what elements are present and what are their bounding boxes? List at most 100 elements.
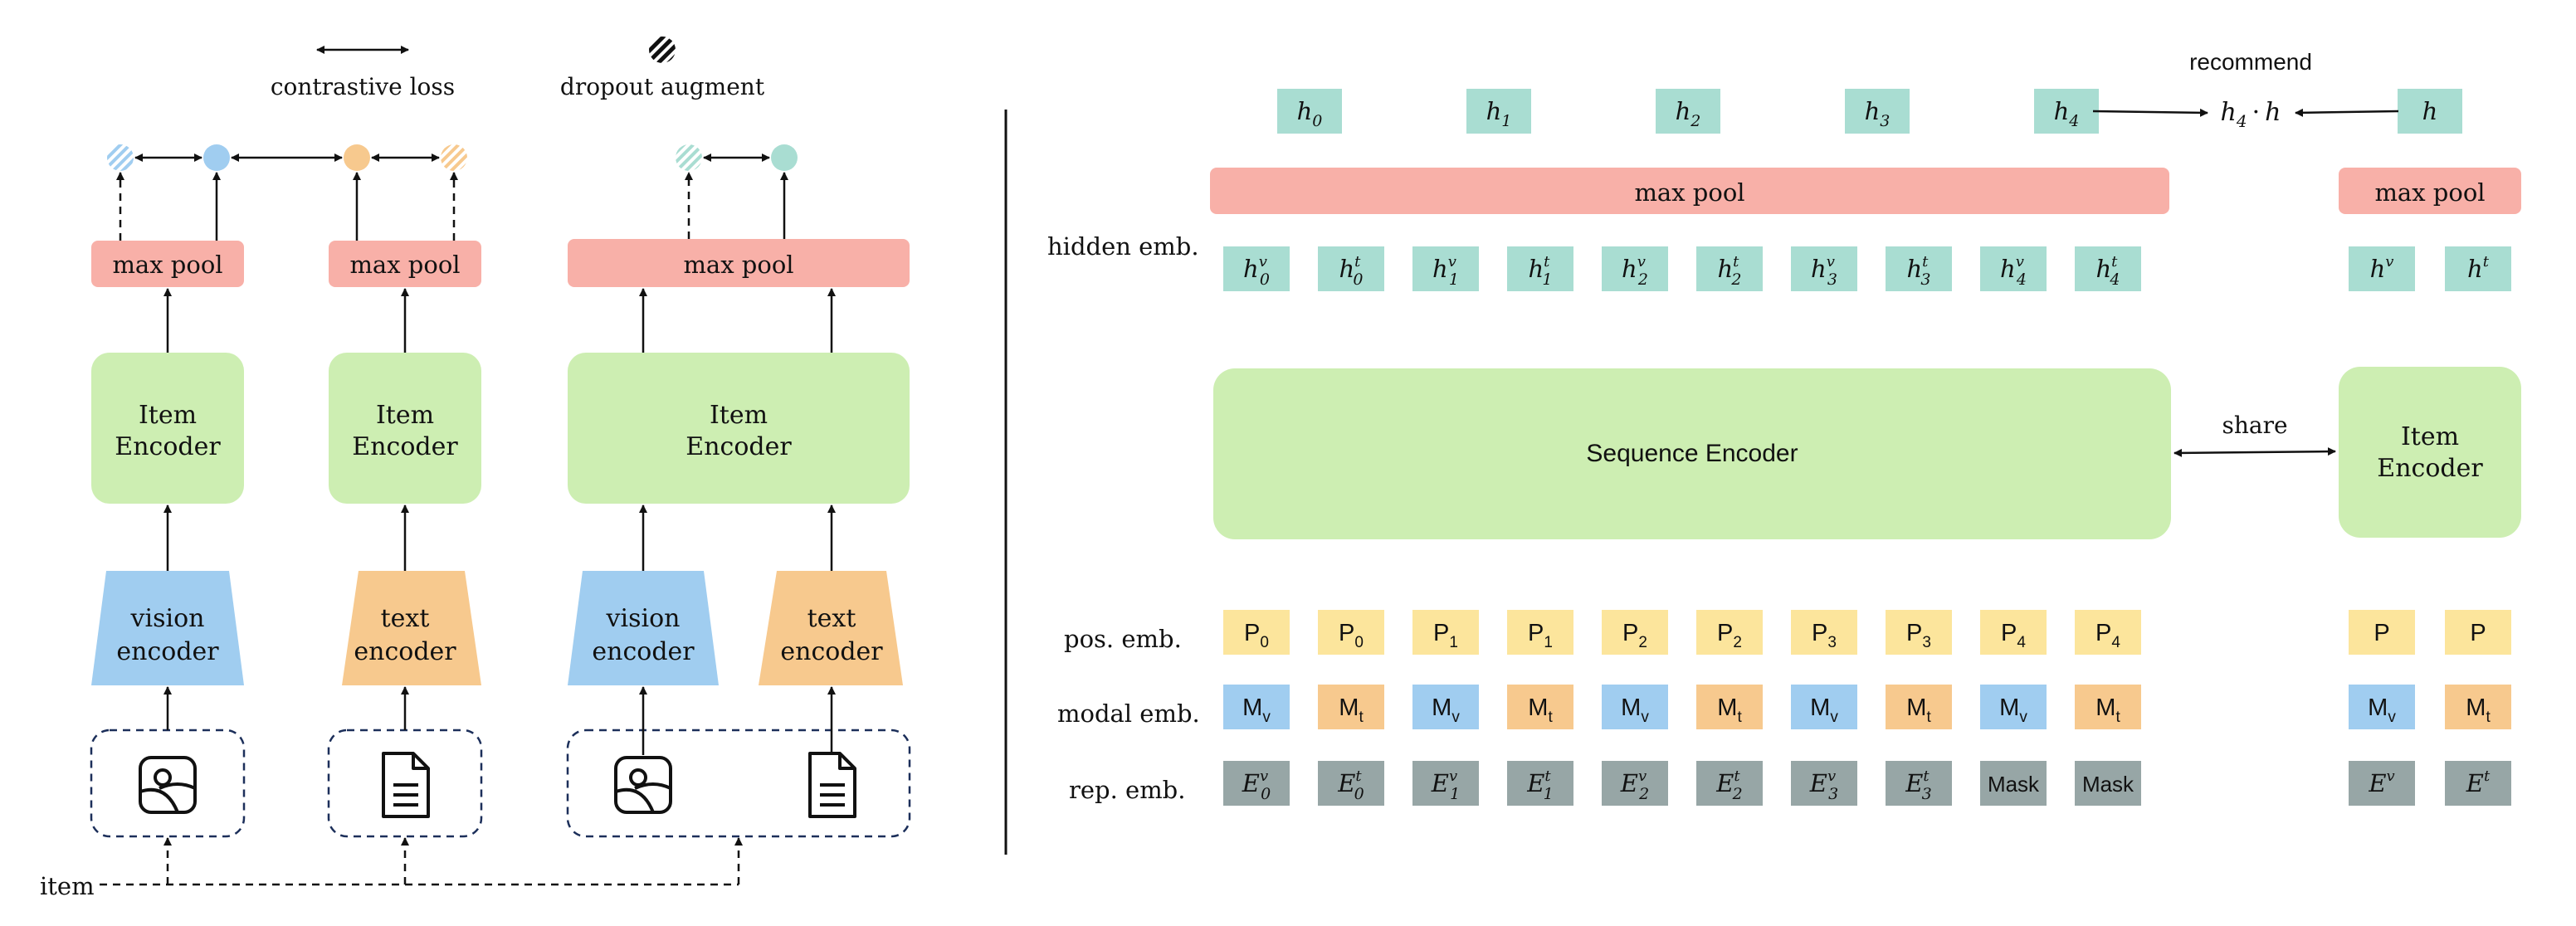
- pos-token-label: P3: [1812, 620, 1837, 651]
- vision-encoder-label: encoder: [116, 637, 219, 666]
- dropout-augment-legend-icon: [649, 37, 676, 63]
- modal-item-token-label: Mt: [2466, 694, 2491, 726]
- hidden-token-box: [1507, 246, 1573, 291]
- text-encoder-label: encoder: [780, 637, 883, 666]
- pos-token-label: P3: [1906, 620, 1931, 651]
- item-encoder-label: Item: [376, 401, 434, 430]
- rep-token-label: Mask: [2082, 772, 2134, 797]
- modal-token-label: Mv: [1810, 694, 1838, 726]
- modal-token-box: [1412, 685, 1479, 729]
- item-encoder-label: Item: [710, 401, 768, 430]
- pos-token-label: P2: [1717, 620, 1742, 651]
- item-encoder-box: [2339, 367, 2521, 538]
- modal-token-box: [1318, 685, 1384, 729]
- dropout-vision-node: [107, 144, 134, 171]
- pos-token-box: [1412, 610, 1479, 655]
- rep-emb-label: rep. emb.: [1069, 776, 1185, 804]
- output-token-label: h4: [2054, 97, 2080, 130]
- pos-token-box: [1223, 610, 1290, 655]
- vision-encoder-label: vision: [130, 604, 205, 633]
- text-encoder-label: text: [381, 604, 430, 633]
- item-label: item: [40, 872, 95, 900]
- pos-token-label: P2: [1622, 620, 1647, 651]
- modal-token-box: [1696, 685, 1763, 729]
- pos-token-box: [1507, 610, 1573, 655]
- rep-token-label: Mask: [1988, 772, 2040, 797]
- modal-token-label: Mv: [1432, 694, 1460, 726]
- modal-item-token-label: Mv: [2368, 694, 2396, 726]
- item-encoder-box-joint: [568, 353, 910, 504]
- pos-item-token-box: [2445, 610, 2511, 655]
- hidden-item-token-box: [2445, 246, 2511, 291]
- hidden-token-box: [1791, 246, 1857, 291]
- pos-token-label: P4: [2095, 620, 2120, 651]
- dot-product-label: h4·h: [2221, 98, 2281, 131]
- pos-item-token-label: P: [2374, 620, 2389, 646]
- pos-token-label: P4: [2001, 620, 2026, 651]
- modal-item-token-box: [2349, 685, 2415, 729]
- pos-item-token-box: [2349, 610, 2415, 655]
- hidden-token-box: [2075, 246, 2141, 291]
- max-pool-box-text: [329, 241, 481, 287]
- modal-emb-label: modal emb.: [1057, 699, 1200, 728]
- rep-item-token-label: Ev: [2368, 768, 2394, 797]
- modal-token-box: [1223, 685, 1290, 729]
- item-max-pool-label: max pool: [2374, 178, 2485, 207]
- max-pool-label: max pool: [683, 251, 793, 279]
- pos-token-box: [1886, 610, 1952, 655]
- modal-token-box: [1507, 685, 1573, 729]
- rep-token-box: [1318, 761, 1384, 806]
- pos-token-box: [1696, 610, 1763, 655]
- share-arrow: [2174, 447, 2336, 457]
- hidden-token-box: [1602, 246, 1668, 291]
- dropout-text-node: [441, 144, 467, 171]
- hidden-token-box: [1412, 246, 1479, 291]
- output-token-box: [1466, 89, 1531, 134]
- document-icon: [382, 752, 430, 818]
- max-pool-label: max pool: [349, 251, 460, 279]
- modal-token-box: [2075, 685, 2141, 729]
- recommend-arrow: [2092, 108, 2208, 117]
- modal-token-box: [1980, 685, 2047, 729]
- max-pool-box-joint: [568, 239, 910, 287]
- image-icon: [614, 756, 672, 814]
- legend: contrastive loss dropout augment: [271, 37, 765, 100]
- hidden-token-box: [1696, 246, 1763, 291]
- rep-token-box: [1886, 761, 1952, 806]
- pos-token-box: [1318, 610, 1384, 655]
- modal-token-label: Mt: [2095, 694, 2120, 726]
- modal-token-label: Mt: [1717, 694, 1742, 726]
- modal-token-box: [1886, 685, 1952, 729]
- output-token-box: [1845, 89, 1910, 134]
- max-pool-box-vision: [91, 241, 244, 287]
- modal-token-box: [1602, 685, 1668, 729]
- modal-token-label: Mv: [1999, 694, 2027, 726]
- modal-token-label: Mv: [1621, 694, 1649, 726]
- vision-encoder-label: vision: [606, 604, 681, 633]
- text-encoder-shape: [342, 571, 481, 685]
- hidden-item-token-label: ht: [2467, 253, 2490, 283]
- dropout-augment-label: dropout augment: [560, 73, 765, 100]
- sequence-encoder-box: [1213, 368, 2171, 539]
- pos-token-box: [2075, 610, 2141, 655]
- pos-item-token-label: P: [2470, 620, 2486, 646]
- output-token-label: h3: [1865, 97, 1891, 130]
- recommend-label: recommend: [2189, 49, 2312, 75]
- text-encoder-label: text: [807, 604, 856, 633]
